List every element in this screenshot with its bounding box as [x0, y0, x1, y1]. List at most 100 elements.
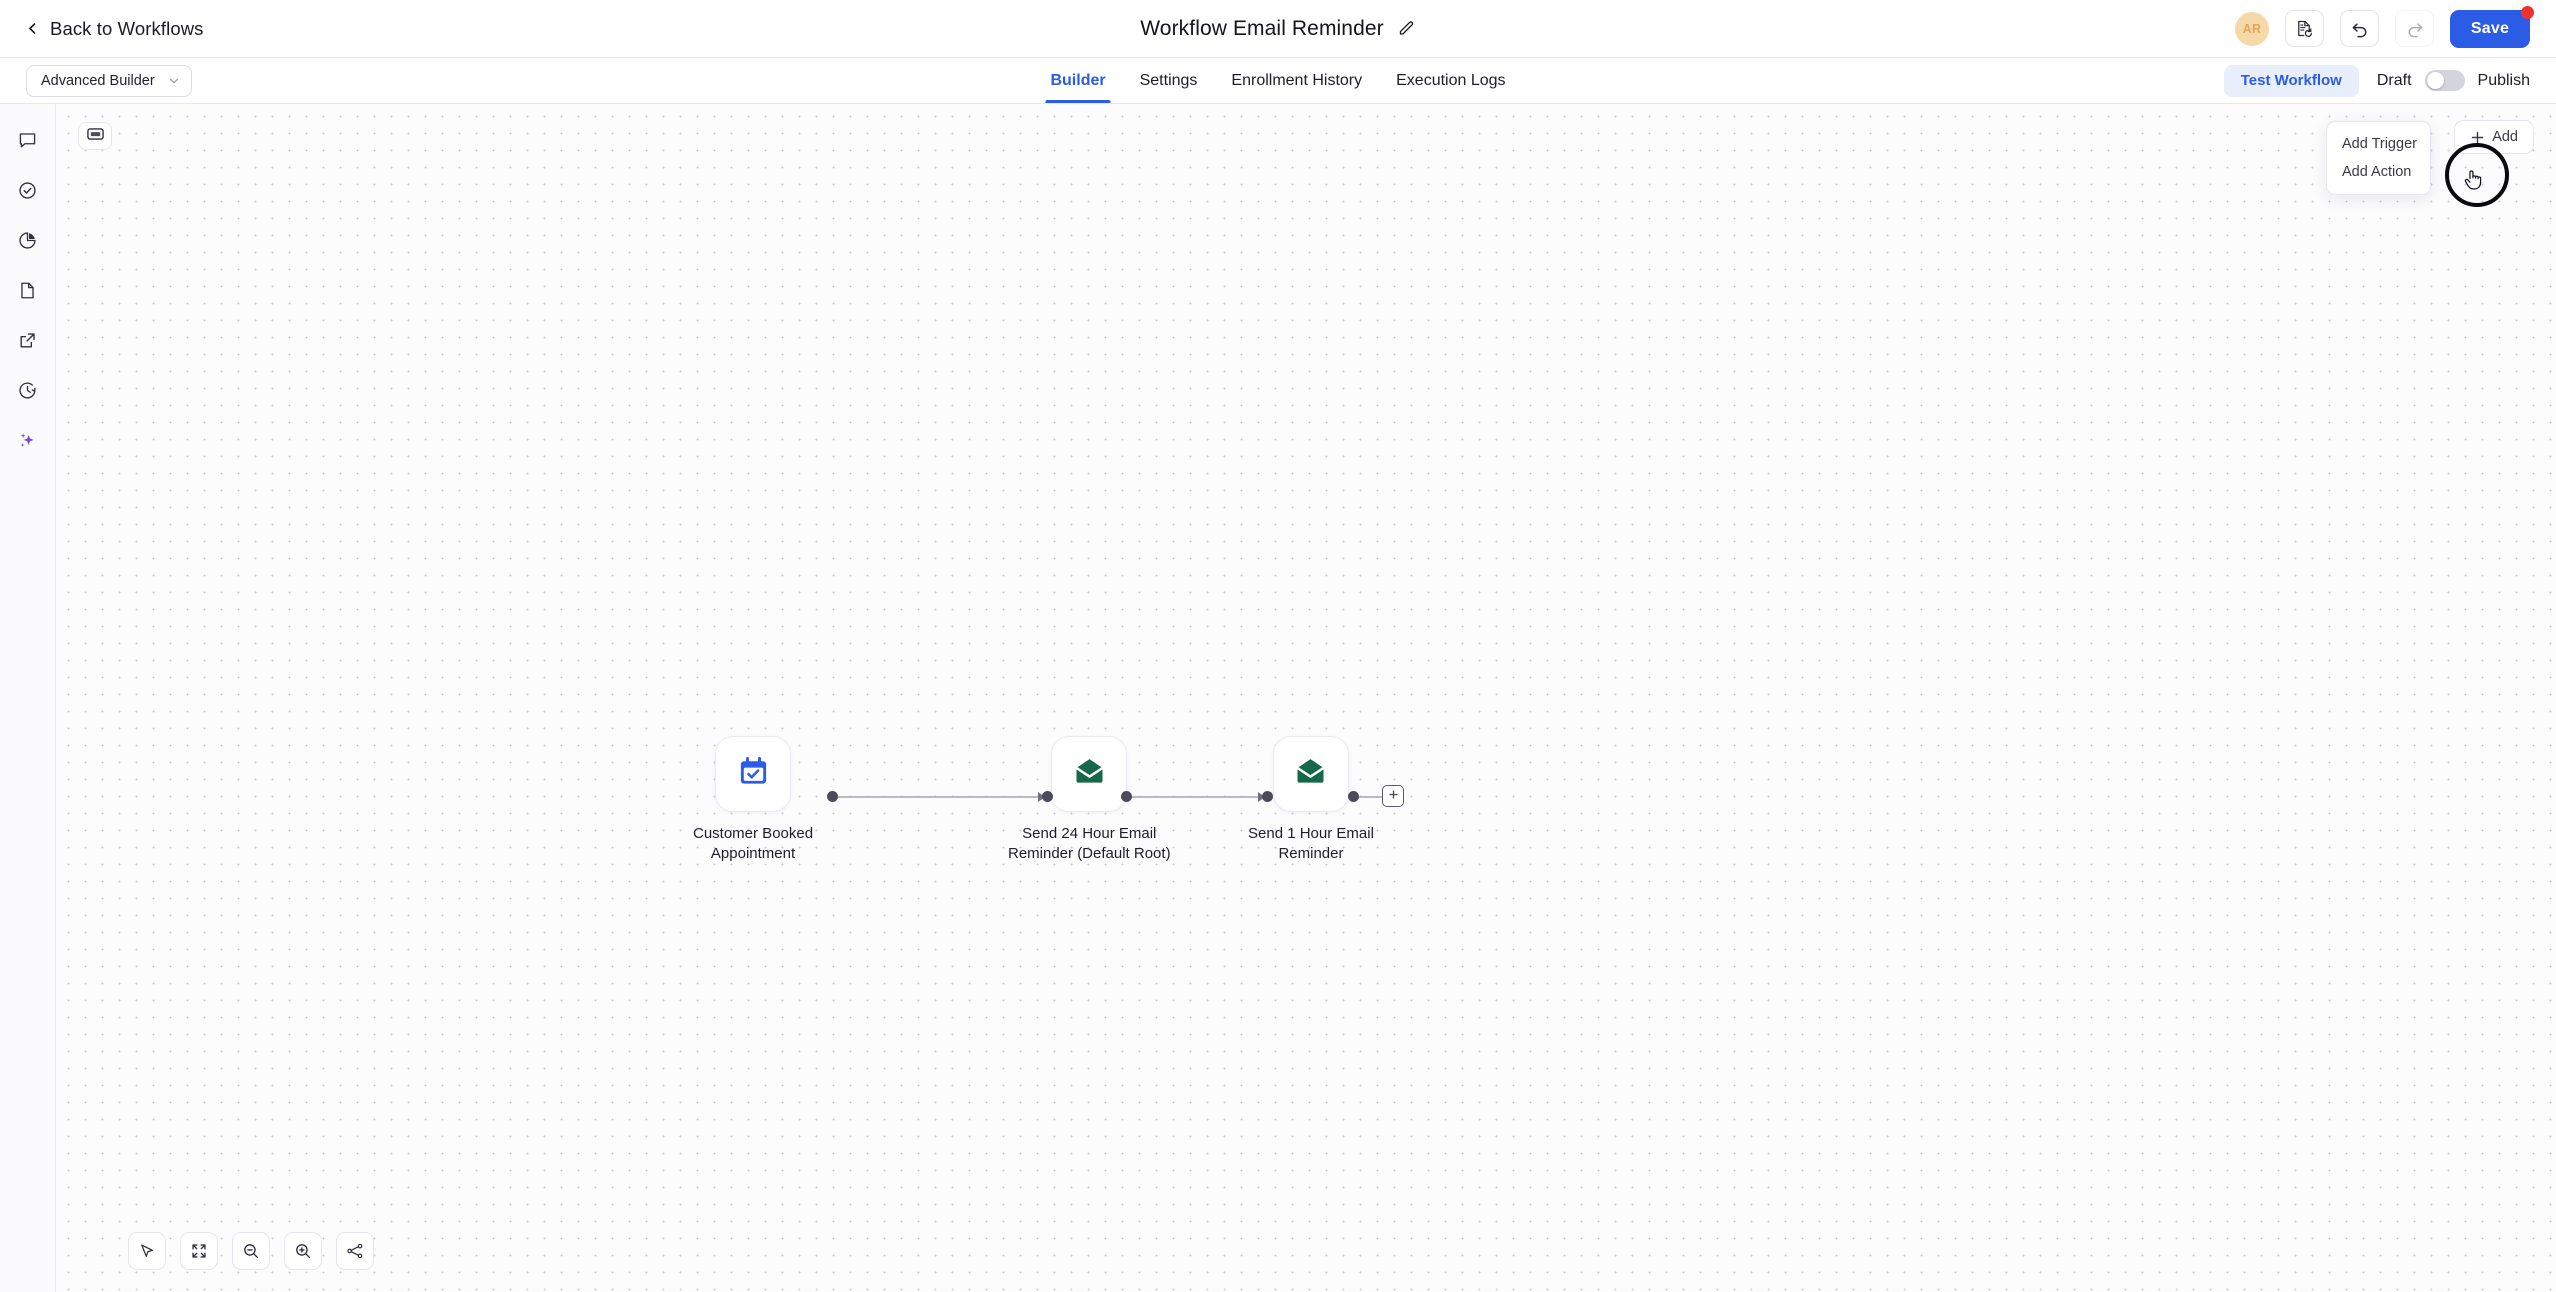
flow-edge: [836, 795, 1042, 798]
zoom-in-icon: [294, 1242, 312, 1260]
tabbar-actions: Test Workflow Draft Publish: [2223, 64, 2530, 97]
sidebar-item-ai-assistant[interactable]: [16, 428, 40, 452]
sidebar-item-history[interactable]: [16, 378, 40, 402]
publish-toggle[interactable]: [2424, 70, 2465, 91]
test-workflow-button[interactable]: Test Workflow: [2223, 64, 2359, 97]
builder-mode-value: Advanced Builder: [41, 72, 155, 89]
left-icon-rail: [0, 104, 56, 1292]
minimap-toggle-button[interactable]: [78, 122, 112, 150]
node-input-handle[interactable]: [1042, 791, 1053, 802]
tab-settings-label: Settings: [1139, 71, 1198, 89]
save-button-label: Save: [2470, 19, 2510, 37]
zoom-in-button[interactable]: [284, 1232, 322, 1270]
undo-arrow-icon: [2350, 19, 2370, 39]
chat-bubble-icon: [17, 130, 38, 151]
tabs-list: Builder Settings Enrollment History Exec…: [1033, 58, 1522, 103]
header-actions: AR: [2235, 5, 2534, 48]
draft-label: Draft: [2376, 71, 2412, 89]
avatar[interactable]: AR: [2235, 11, 2269, 46]
flow-edge: [1357, 795, 1382, 798]
menu-item-add-trigger-label: Add Trigger: [2342, 136, 2417, 152]
workflow-title-group: Workflow Email Reminder: [1140, 17, 1415, 41]
auto-layout-tree-icon: [346, 1242, 364, 1260]
draft-publish-toggle-group: Draft Publish: [2377, 70, 2530, 91]
flow-node-send-1-hour[interactable]: Send 1 Hour Email Reminder: [1248, 736, 1374, 864]
tab-builder[interactable]: Builder: [1033, 58, 1122, 103]
tab-enrollment-history[interactable]: Enrollment History: [1214, 58, 1379, 103]
fit-to-screen-icon: [190, 1242, 208, 1260]
edge-arrow-icon: [1258, 791, 1265, 802]
node-label: Send 24 Hour Email Reminder (Default Roo…: [1008, 825, 1171, 862]
sidebar-item-reports[interactable]: [16, 228, 40, 252]
check-circle-icon: [17, 180, 38, 201]
pie-chart-icon: [17, 230, 38, 251]
add-node-endpoint-button[interactable]: [1382, 785, 1404, 807]
add-dropdown-menu: Add Trigger Add Action: [2326, 121, 2431, 195]
page-title: Workflow Email Reminder: [1140, 16, 1384, 40]
redo-button[interactable]: [2395, 10, 2434, 47]
calendar-check-icon: [737, 755, 770, 793]
edge-arrow-icon: [1038, 791, 1045, 802]
plus-icon: [2470, 130, 2485, 145]
avatar-initials: AR: [2242, 21, 2262, 36]
envelope-open-icon: [1073, 755, 1106, 793]
sparkles-ai-icon: [17, 430, 38, 451]
node-box[interactable]: [1051, 736, 1128, 812]
publish-label: Publish: [2477, 71, 2530, 89]
node-input-handle[interactable]: [1262, 791, 1273, 802]
tab-enrollment-history-label: Enrollment History: [1231, 71, 1363, 89]
node-output-handle[interactable]: [827, 791, 838, 802]
tab-builder-label: Builder: [1050, 71, 1106, 89]
flow-node-trigger[interactable]: Customer Booked Appointment: [693, 736, 813, 864]
document-history-icon: [2295, 19, 2314, 38]
menu-item-add-action[interactable]: Add Action: [2327, 158, 2430, 186]
select-tool-button[interactable]: [128, 1232, 166, 1270]
tab-execution-logs[interactable]: Execution Logs: [1379, 58, 1522, 103]
tab-settings[interactable]: Settings: [1123, 58, 1215, 103]
add-button-label: Add: [2492, 129, 2518, 145]
toggle-knob: [2426, 72, 2444, 89]
workflow-canvas[interactable]: Customer Booked Appointment: [56, 104, 2556, 1292]
flow-graph: Customer Booked Appointment: [56, 104, 2556, 1292]
sidebar-item-open-external[interactable]: [16, 328, 40, 352]
plus-in-square-icon: [1388, 787, 1399, 805]
fit-to-screen-button[interactable]: [180, 1232, 218, 1270]
chevron-down-icon: [167, 74, 181, 88]
node-label: Send 1 Hour Email Reminder: [1248, 825, 1374, 862]
add-button[interactable]: Add: [2454, 120, 2534, 154]
top-header: Back to Workflows Workflow Email Reminde…: [0, 0, 2556, 58]
builder-mode-select[interactable]: Advanced Builder: [26, 64, 192, 97]
canvas-toolbar: [128, 1232, 374, 1270]
unsaved-changes-badge: [2521, 5, 2534, 19]
sidebar-item-chat[interactable]: [16, 128, 40, 152]
node-output-handle[interactable]: [1121, 791, 1132, 802]
menu-item-add-action-label: Add Action: [2342, 164, 2412, 180]
zoom-out-icon: [242, 1242, 260, 1260]
envelope-open-icon: [1294, 755, 1327, 793]
node-output-handle[interactable]: [1348, 791, 1359, 802]
external-link-icon: [17, 330, 38, 351]
auto-layout-button[interactable]: [336, 1232, 374, 1270]
zoom-out-button[interactable]: [232, 1232, 270, 1270]
node-box[interactable]: [1272, 736, 1349, 812]
pointer-cursor-icon: [138, 1242, 156, 1260]
pencil-icon[interactable]: [1398, 20, 1416, 38]
back-to-workflows-link[interactable]: Back to Workflows: [26, 18, 204, 40]
tab-bar: Advanced Builder Builder Settings Enroll…: [0, 58, 2556, 104]
test-workflow-label: Test Workflow: [2240, 72, 2342, 89]
save-button[interactable]: Save: [2450, 5, 2534, 48]
app-body: Customer Booked Appointment: [0, 104, 2556, 1292]
sidebar-item-documents[interactable]: [16, 278, 40, 302]
node-box[interactable]: [715, 736, 792, 812]
sidebar-item-tasks[interactable]: [16, 178, 40, 202]
version-history-button[interactable]: [2285, 10, 2324, 47]
clock-history-icon: [17, 380, 38, 401]
menu-item-add-trigger[interactable]: Add Trigger: [2327, 130, 2430, 158]
undo-button[interactable]: [2340, 10, 2379, 47]
tab-execution-logs-label: Execution Logs: [1396, 71, 1506, 89]
flow-node-send-24-hour[interactable]: Send 24 Hour Email Reminder (Default Roo…: [1008, 736, 1171, 864]
minimap-icon: [86, 127, 104, 146]
flow-edge: [1130, 795, 1262, 798]
redo-arrow-icon: [2405, 19, 2425, 39]
